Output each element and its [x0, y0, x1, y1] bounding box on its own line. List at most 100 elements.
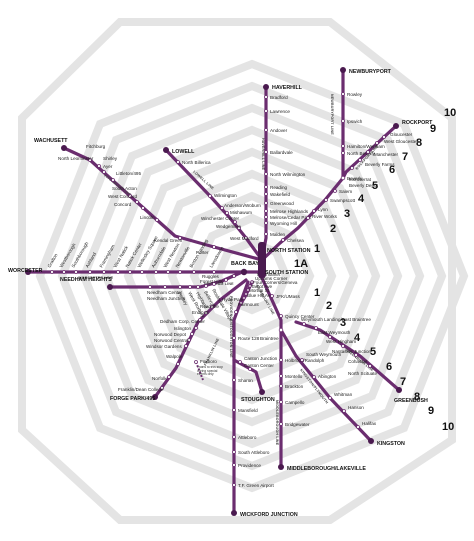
station-label: Montserrat [349, 177, 372, 182]
station-label: Bridgewater [285, 422, 310, 427]
station-label: Newmarket [257, 272, 281, 277]
station-marker [279, 422, 283, 426]
franklin-stations: Franklin/Dean College Norfolk Walpole Wi… [118, 304, 219, 392]
station-label: Hanson [348, 405, 364, 410]
foxboro-note-text: Trains to this stop during special event… [197, 366, 223, 377]
station-label: Wilmington [214, 193, 237, 198]
terminal-marker [368, 438, 374, 444]
station-marker [279, 358, 283, 362]
station-marker [350, 166, 354, 170]
zone-number: 10 [444, 107, 456, 119]
station-marker [358, 158, 362, 162]
zone-number: 5 [370, 346, 376, 358]
station-label: Winchester Center [201, 216, 240, 221]
station-marker [232, 435, 236, 439]
station-label: Halifax [362, 421, 377, 426]
station-label: Providence [238, 463, 261, 468]
station-marker [194, 360, 198, 364]
station-label: T.F. Green Airport [238, 483, 274, 488]
terminal-marker [393, 123, 399, 129]
terminal-label: NEEDHAM HEIGHTS [60, 277, 112, 283]
station-marker [244, 236, 248, 240]
kingston-stations: South Weymouth Abington Whitman Hanson H… [300, 352, 377, 429]
station-marker [302, 322, 306, 326]
station-marker [74, 270, 78, 274]
zone-ring-7 [79, 103, 425, 449]
station-label: Route 128 [238, 336, 260, 341]
station-label: Walpole [166, 354, 183, 359]
station-marker [188, 285, 192, 289]
station-marker [116, 270, 120, 274]
zone-number: 2 [330, 223, 336, 235]
zone-number: 5 [372, 180, 378, 192]
station-marker [184, 344, 188, 348]
station-marker [233, 220, 237, 224]
station-marker [281, 238, 285, 242]
station-marker [264, 215, 268, 219]
station-marker [366, 150, 370, 154]
station-marker [210, 305, 214, 309]
station-label: JFK/UMass [276, 294, 300, 299]
station-marker [314, 326, 318, 330]
station-label: Beverly Farms [365, 162, 395, 167]
back-bay-marker [240, 268, 248, 276]
zone-number: 7 [400, 376, 406, 388]
station-label: Canton Center [244, 363, 274, 368]
station-marker [232, 483, 236, 487]
station-marker [328, 396, 332, 400]
terminal-label: WICKFORD JUNCTION [240, 512, 298, 518]
terminal-marker [396, 387, 402, 393]
zone-ring-1 [213, 237, 291, 315]
station-label: Beverly Depot [349, 183, 379, 188]
zone-ring-9 [35, 59, 469, 493]
station-label: Reading [270, 185, 288, 190]
station-marker [264, 201, 268, 205]
station-marker [312, 375, 316, 379]
south-station-label: SOUTH STATION [265, 270, 308, 276]
station-label: West Concord [108, 194, 137, 199]
terminal-label: GREENBUSH [394, 398, 428, 404]
station-marker [178, 285, 182, 289]
station-label: North Scituate [348, 371, 378, 376]
station-marker [248, 284, 252, 288]
station-label: Quincy Center [285, 314, 315, 319]
hubs: NORTH STATION BACK BAY SOUTH STATION [231, 242, 311, 278]
station-marker [264, 128, 268, 132]
station-marker [163, 285, 167, 289]
rockport-stations: Gloucester West Gloucester Manchester Be… [349, 132, 418, 188]
station-label: River Works [312, 214, 338, 219]
station-marker [278, 327, 284, 333]
zone-ring-6 [101, 125, 403, 427]
station-label: Porter [196, 250, 209, 255]
terminal-label: KINGSTON [377, 441, 405, 447]
station-marker [220, 206, 224, 210]
station-label: Norwood Depot [154, 332, 187, 337]
zone-number: 1 [314, 243, 320, 255]
fairmount-stations: Fairmount Blue Hill Ave Morton St Talbot… [238, 272, 298, 307]
station-label: Sharon [238, 378, 253, 383]
station-marker [279, 374, 283, 378]
station-marker [356, 425, 360, 429]
terminal-marker [231, 510, 237, 516]
terminal-label: LOWELL [172, 149, 195, 155]
haverhill-line-label: HAVERHILL LINE [261, 138, 265, 171]
newburyport-line [260, 68, 345, 262]
station-marker [212, 282, 216, 286]
station-marker [62, 270, 66, 274]
station-marker [382, 135, 386, 139]
providence-line [232, 280, 250, 515]
station-label: Wyoming Hill [270, 221, 297, 226]
station-marker [176, 362, 180, 366]
station-marker [225, 211, 229, 215]
station-label: Talbot Ave [251, 284, 273, 289]
station-label: Lincoln [140, 215, 155, 220]
station-label: Abington [318, 374, 337, 379]
station-label: Four Corners/Geneva [253, 280, 298, 285]
station-marker [166, 270, 170, 274]
zone-number: 9 [428, 405, 434, 417]
station-marker [340, 175, 346, 181]
greenbush-stations: Weymouth Landing/East Braintree East Wey… [301, 317, 378, 376]
station-marker [178, 236, 182, 240]
zone-number: 8 [416, 137, 422, 149]
